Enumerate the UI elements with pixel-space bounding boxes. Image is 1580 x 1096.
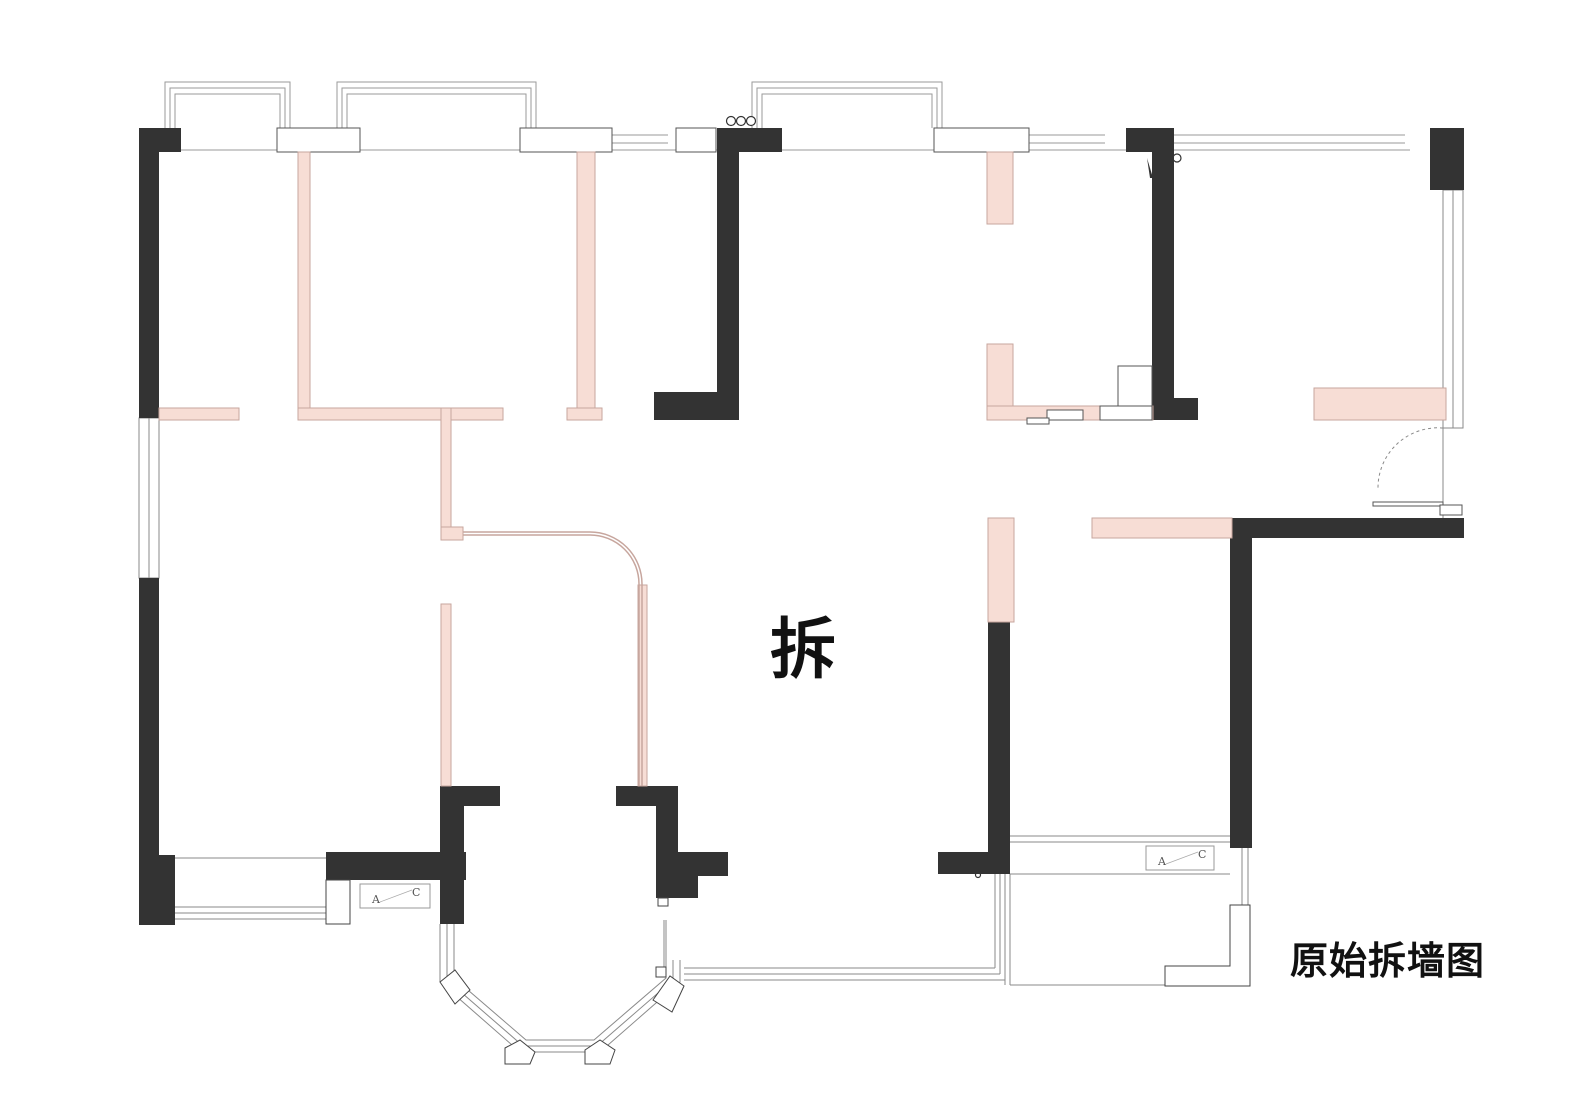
balcony-piers [325,879,1251,987]
bay-piers [439,966,685,1065]
door-mark [1147,158,1153,178]
right-window [1372,189,1464,518]
ac-right-label-a: A [1157,855,1167,868]
bottom-windows [175,835,1249,986]
arc-partition [463,531,643,786]
bearing-walls [139,128,1464,925]
demolish-label: 拆 [770,611,836,688]
ac-unit-right: A C [1145,845,1215,871]
top-piers [276,127,1030,153]
ac-left-label-c: C [412,886,420,899]
window-frames [164,81,1410,151]
pipe-circles [725,115,1182,879]
kitchen-fixtures [1026,365,1153,425]
bay-window [439,920,681,1053]
plan-title: 原始拆墙图 [1290,939,1486,983]
ac-unit-left: A C [359,883,431,909]
ac-right-label-c: C [1198,848,1206,861]
ac-left-label-a: A [371,893,381,906]
left-window [138,417,160,579]
